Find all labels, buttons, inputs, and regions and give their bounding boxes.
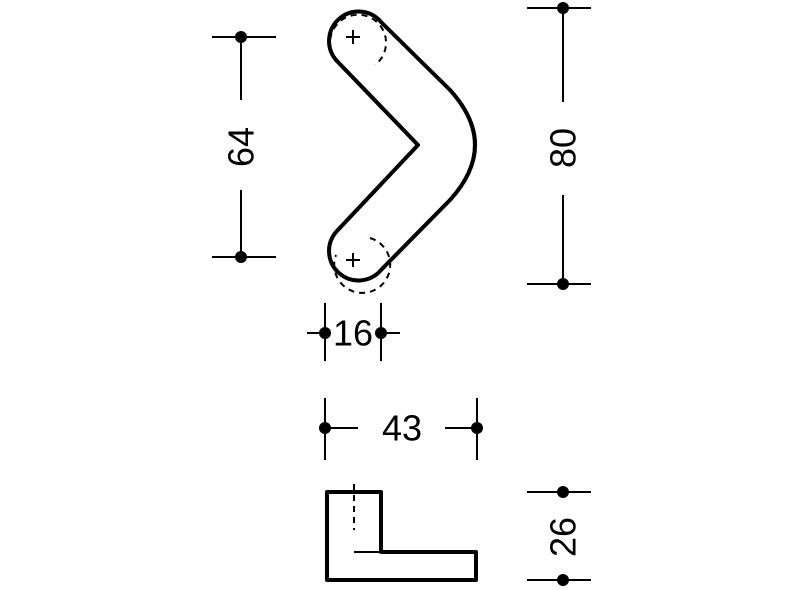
dim-dot: [557, 574, 569, 586]
top-hole-dashed-circle: [329, 13, 388, 66]
depth-label: 43: [382, 408, 422, 449]
dim-dot: [235, 251, 247, 263]
total-height-label: 80: [543, 128, 584, 168]
hole-spacing-label: 64: [221, 127, 262, 167]
dim-dot: [471, 422, 483, 434]
dimension-hole-spacing: 64: [212, 31, 276, 263]
dimension-bar-width: 16: [307, 303, 400, 361]
dim-dot: [557, 486, 569, 498]
top-hole-center-mark: [346, 30, 360, 44]
dimension-depth: 43: [319, 398, 483, 460]
profile-height-label: 26: [543, 517, 584, 557]
dim-dot: [319, 422, 331, 434]
dim-dot: [557, 2, 569, 14]
profile-outline: [325, 490, 478, 582]
bottom-hole-center-mark: [346, 253, 360, 267]
dim-dot: [235, 31, 247, 43]
dim-dot: [557, 278, 569, 290]
dimension-profile-height: 26: [527, 486, 591, 586]
dim-dot: [319, 327, 331, 339]
bar-width-label: 16: [333, 313, 373, 354]
dim-dot: [375, 327, 387, 339]
bottom-hole-dashed-circle: [333, 237, 392, 294]
handle-outline: [327, 9, 477, 283]
dimension-total-height: 80: [527, 2, 591, 290]
handle-side-view: [325, 484, 478, 582]
handle-top-view: [327, 9, 477, 294]
